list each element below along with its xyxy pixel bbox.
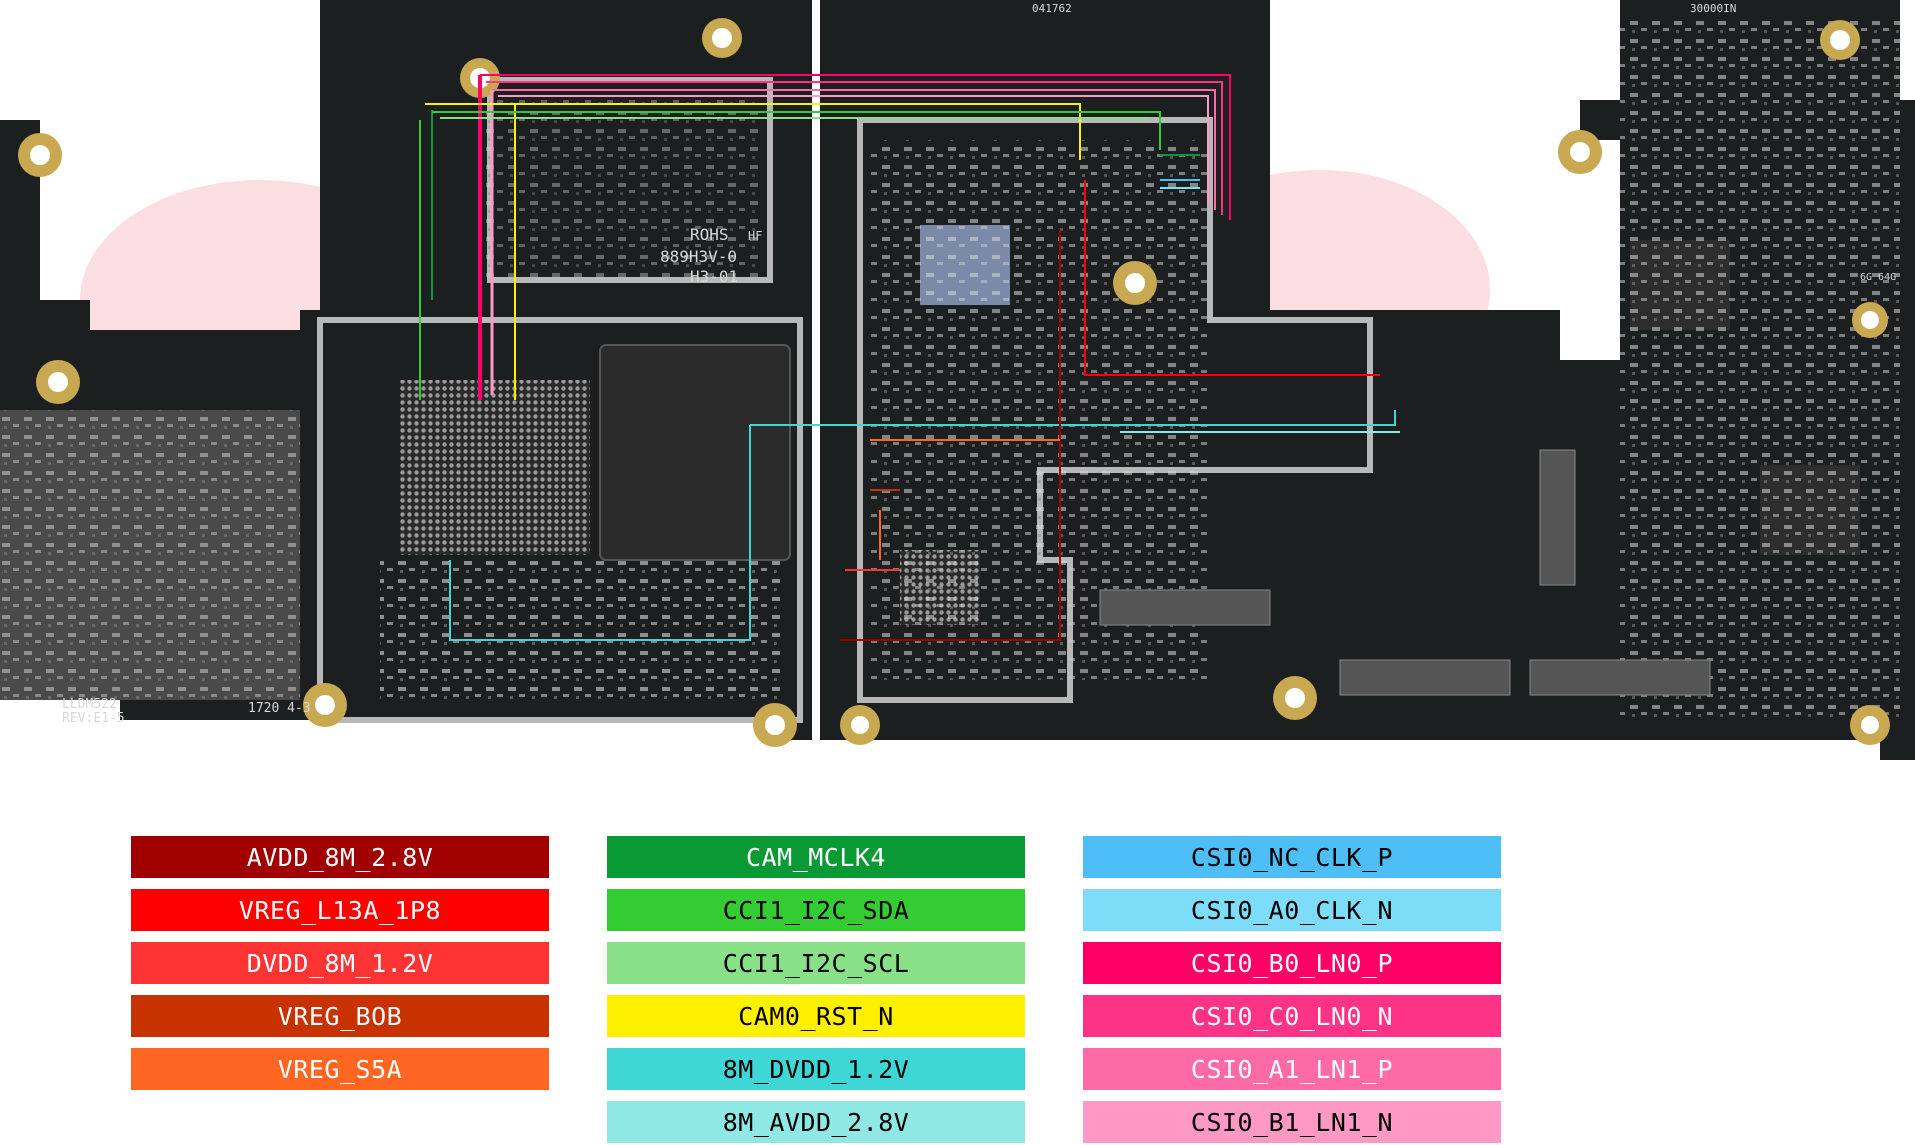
legend-item: 8M_DVDD_1.2V	[607, 1048, 1025, 1090]
silk-code1: 889H3V-0	[660, 247, 737, 266]
pcb-left-section	[0, 0, 812, 740]
legend-item: CAM0_RST_N	[607, 995, 1025, 1037]
legend-item: CCI1_I2C_SCL	[607, 942, 1025, 984]
pcb-board-photo: ROHS HF 889H3V-0 H3-01 LLDM522 REV:E1-5 …	[0, 0, 1915, 760]
legend-item: DVDD_8M_1.2V	[131, 942, 549, 984]
legend-item: CSI0_C0_LN0_N	[1083, 995, 1501, 1037]
legend-item: CAM_MCLK4	[607, 836, 1025, 878]
legend-item: VREG_L13A_1P8	[131, 889, 549, 931]
silk-top-code: 041762	[1032, 2, 1072, 15]
silk-date: 1720 4-3	[248, 701, 311, 716]
silk-hf: HF	[748, 229, 762, 243]
legend-item: VREG_S5A	[131, 1048, 549, 1090]
pcb-middle-section	[820, 0, 1620, 740]
legend-item: CSI0_B0_LN0_P	[1083, 942, 1501, 984]
legend-item: CSI0_B1_LN1_N	[1083, 1101, 1501, 1143]
silk-mem: 6G 64G	[1860, 272, 1896, 283]
mounting-holes	[18, 18, 1890, 747]
silk-code2: H3-01	[690, 267, 738, 286]
signal-traces	[419, 74, 1400, 641]
legend-item: CCI1_I2C_SDA	[607, 889, 1025, 931]
legend-item: CSI0_A0_CLK_N	[1083, 889, 1501, 931]
pcb-right-section	[1529, 0, 1915, 760]
legend-item: VREG_BOB	[131, 995, 549, 1037]
silk-board-id: LLDM522	[62, 697, 117, 712]
silkscreen-text: ROHS HF 889H3V-0 H3-01 LLDM522 REV:E1-5 …	[62, 2, 1896, 726]
legend-item: CSI0_NC_CLK_P	[1083, 836, 1501, 878]
legend-item: 8M_AVDD_2.8V	[607, 1101, 1025, 1143]
legend-item: CSI0_A1_LN1_P	[1083, 1048, 1501, 1090]
silk-rohs: ROHS	[690, 225, 729, 244]
silk-rev: REV:E1-5	[62, 711, 125, 726]
silk-top-right: 30000IN	[1690, 2, 1736, 15]
legend-item: AVDD_8M_2.8V	[131, 836, 549, 878]
